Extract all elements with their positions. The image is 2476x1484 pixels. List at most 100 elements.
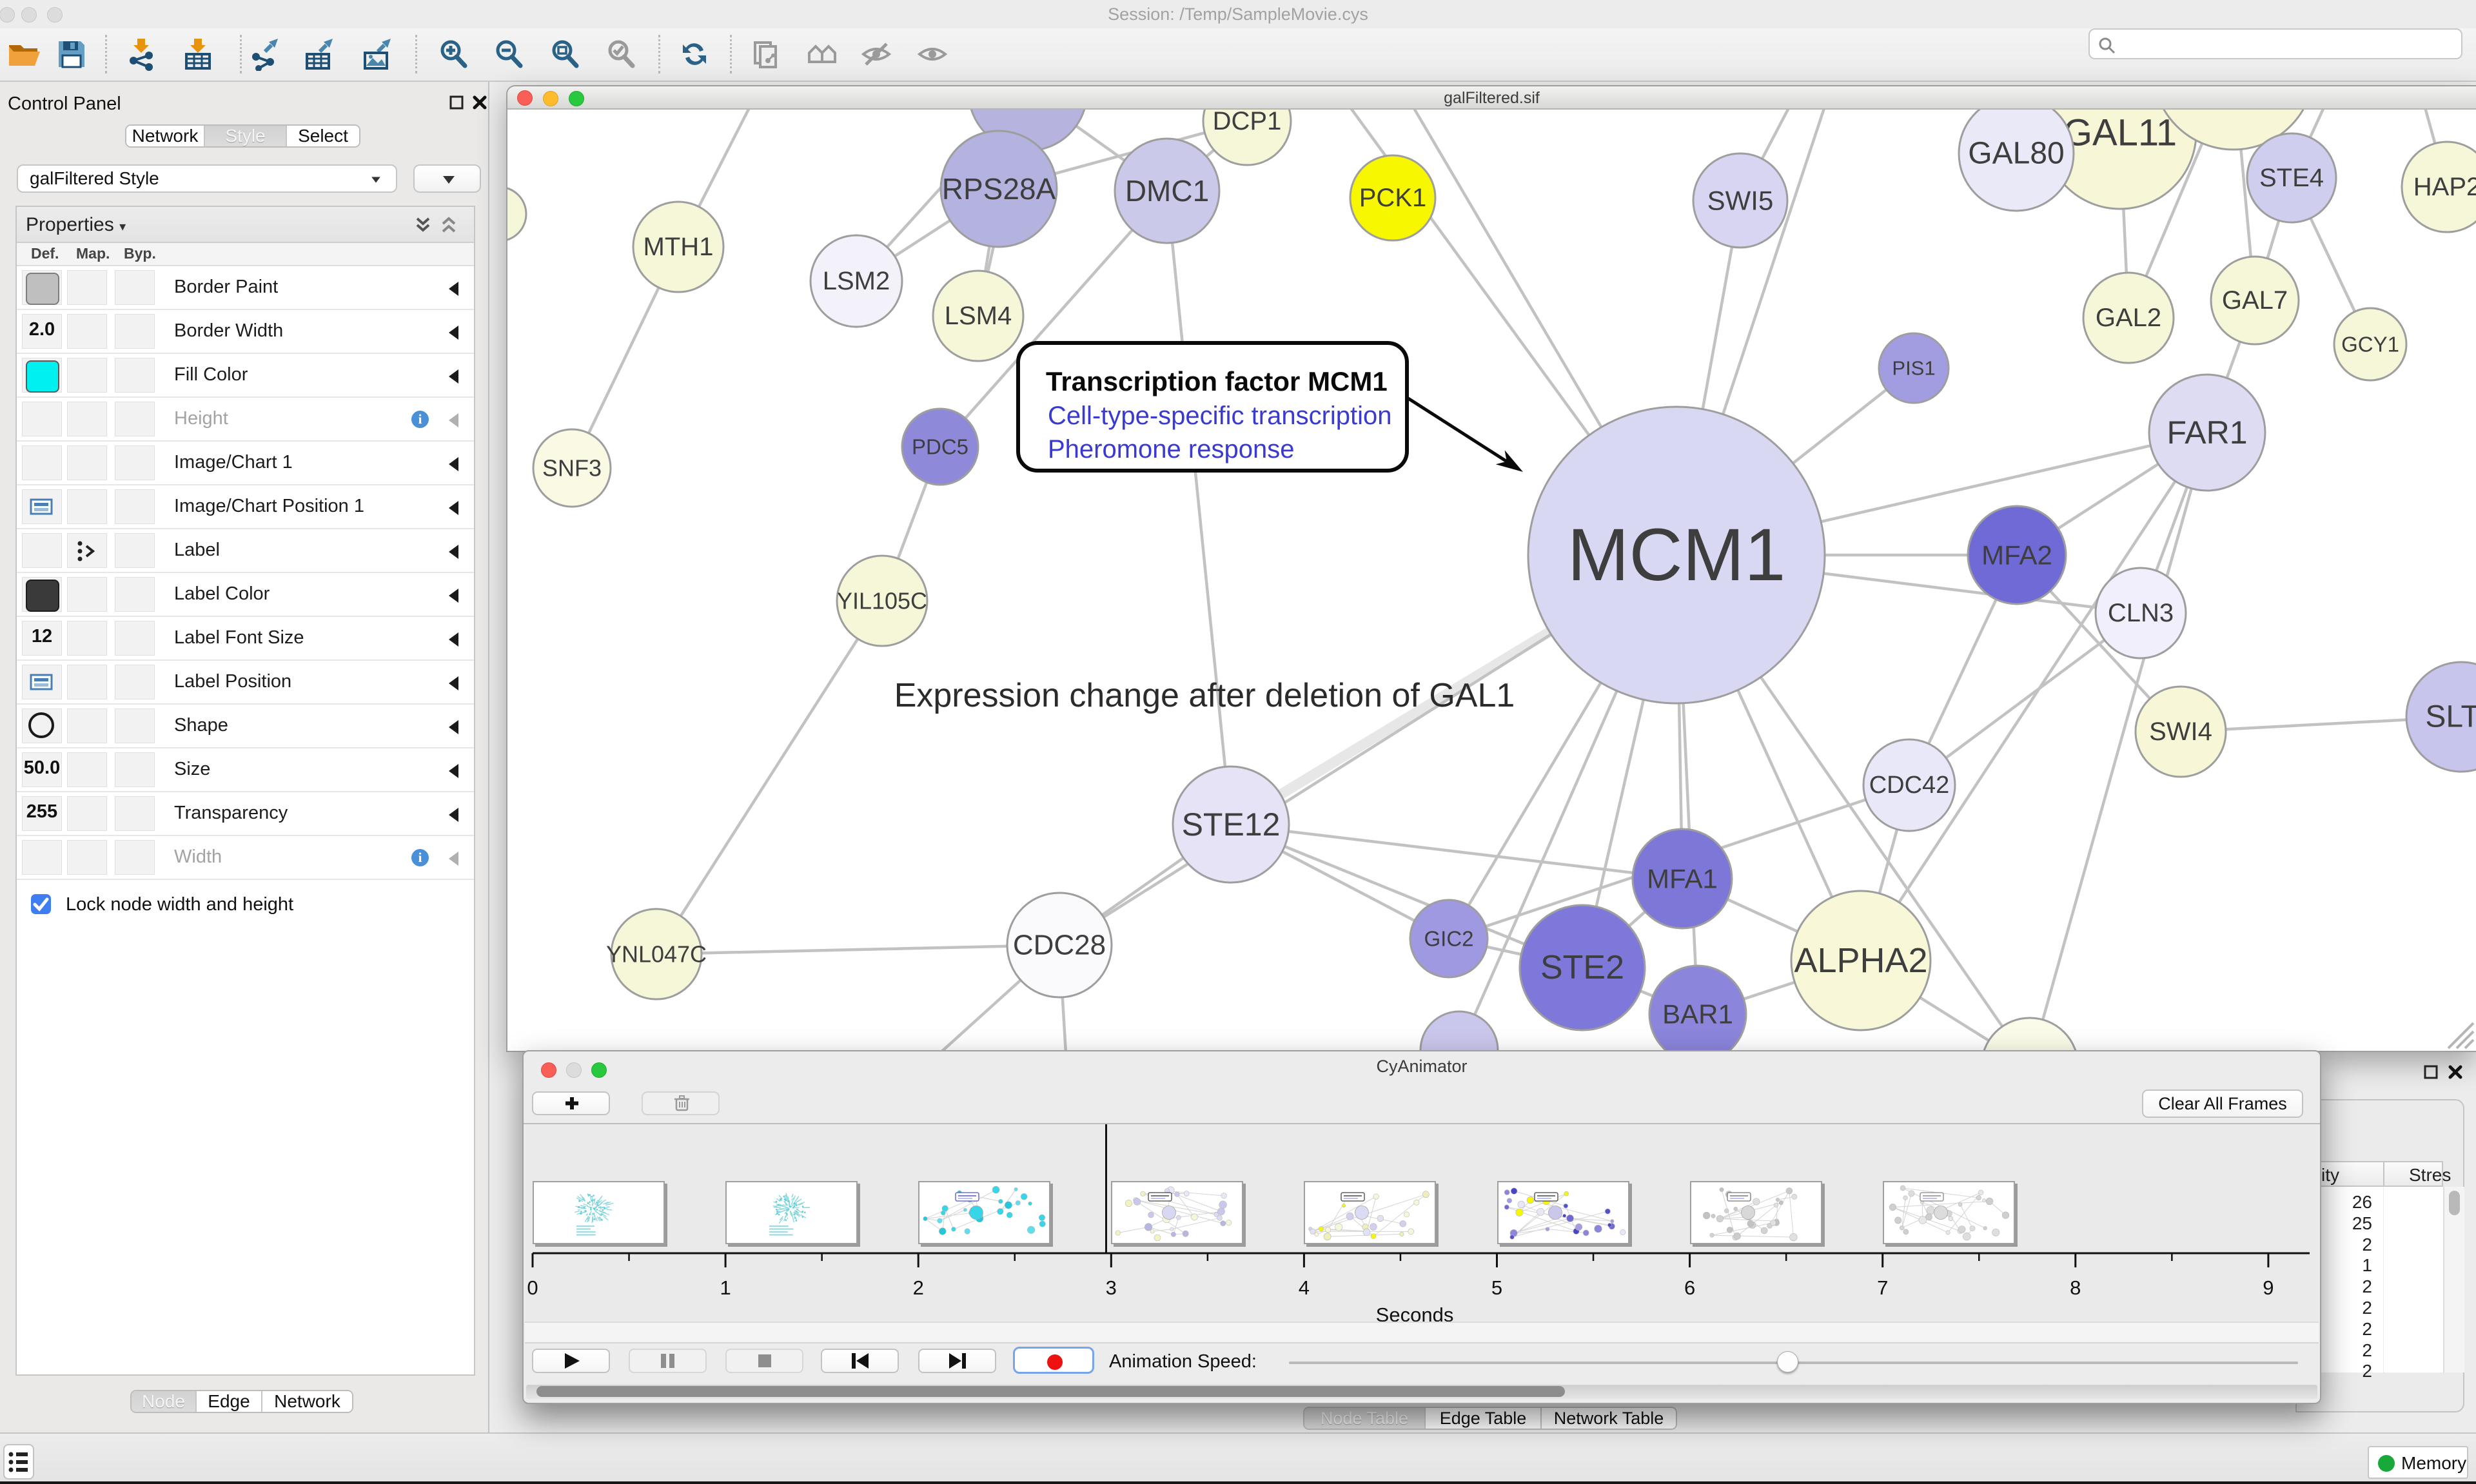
collapse-all-icon[interactable]	[439, 216, 458, 234]
table-cell-value[interactable]: 1	[2362, 1255, 2372, 1276]
edge-CDC28-YNL047C[interactable]	[656, 943, 1060, 956]
property-row-image-chart-position-1[interactable]: Image/Chart Position 1	[17, 485, 474, 529]
timeline-frame-5[interactable]	[1497, 1181, 1629, 1244]
default-value-cell[interactable]	[22, 752, 62, 787]
default-value-cell[interactable]	[22, 840, 62, 875]
close-traffic-light[interactable]	[0, 7, 15, 23]
node-LSM4[interactable]: LSM4	[932, 269, 1025, 362]
edge-FAR1-TUP1[interactable]	[2030, 432, 2209, 1051]
edge-PDC5-DMC1[interactable]	[939, 190, 1168, 448]
mapping-cell[interactable]	[67, 445, 107, 480]
mapping-cell[interactable]	[67, 533, 107, 568]
table-cell-value[interactable]: 25	[2352, 1213, 2372, 1233]
node-HAP2[interactable]: HAP2	[2401, 141, 2476, 233]
expand-all-icon[interactable]	[413, 216, 433, 234]
property-expand-arrow-icon[interactable]	[449, 632, 458, 647]
record-button[interactable]	[1013, 1347, 1094, 1374]
table-cell-value[interactable]: 2	[2362, 1318, 2372, 1339]
node-SLT2[interactable]: SLT2	[2405, 661, 2476, 773]
table-scrollbar[interactable]	[2443, 1187, 2464, 1372]
node-PDC5[interactable]: PDC5	[901, 407, 979, 486]
property-expand-arrow-icon[interactable]	[449, 545, 458, 559]
mapping-cell[interactable]	[67, 752, 107, 787]
bypass-cell[interactable]	[115, 577, 155, 612]
property-row-border-paint[interactable]: Border Paint	[17, 266, 474, 310]
table-panel-float-icon[interactable]	[2422, 1063, 2440, 1081]
table-column-stress[interactable]: Stres	[2409, 1165, 2451, 1185]
property-row-shape[interactable]: Shape	[17, 705, 474, 748]
mapping-cell[interactable]	[67, 665, 107, 699]
bypass-cell[interactable]	[115, 533, 155, 568]
timeline-frame-2[interactable]	[918, 1181, 1051, 1244]
column-divider[interactable]	[2383, 1162, 2384, 1186]
snapshot-icon[interactable]	[749, 37, 782, 71]
lock-node-size-checkbox[interactable]	[31, 894, 51, 914]
table-cell-value[interactable]: 2	[2362, 1340, 2372, 1360]
node-MTH1[interactable]: MTH1	[632, 200, 725, 293]
tab-edge-table[interactable]: Edge Table	[1426, 1408, 1542, 1429]
timeline-frame-3[interactable]	[1111, 1181, 1244, 1244]
stop-button[interactable]	[725, 1349, 803, 1373]
bypass-cell[interactable]	[115, 665, 155, 699]
node-STE12[interactable]: STE12	[1172, 765, 1290, 884]
timeline-frame-6[interactable]	[1689, 1181, 1822, 1244]
pause-button[interactable]	[629, 1349, 707, 1373]
node-CLN3[interactable]: CLN3	[2094, 567, 2187, 659]
node-STE4[interactable]: STE4	[2246, 132, 2337, 224]
resize-grip-icon[interactable]	[2447, 1022, 2475, 1050]
annotation-link[interactable]: Pheromone response	[1048, 435, 1294, 464]
property-expand-arrow-icon[interactable]	[449, 413, 458, 427]
property-expand-arrow-icon[interactable]	[449, 764, 458, 778]
import-network-icon[interactable]	[124, 37, 158, 71]
timeline-cursor[interactable]	[1105, 1124, 1107, 1253]
edge-DMC1-STE12[interactable]	[1165, 190, 1233, 825]
node-partial[interactable]	[1419, 1010, 1499, 1051]
property-row-label-color[interactable]: Label Color	[17, 573, 474, 617]
previous-frame-button[interactable]	[821, 1349, 899, 1373]
node-LSM2[interactable]: LSM2	[809, 234, 903, 328]
memory-button[interactable]: Memory	[2368, 1446, 2468, 1479]
style-selector[interactable]: galFiltered Style	[17, 164, 397, 193]
animation-speed-slider-thumb[interactable]	[1777, 1351, 1798, 1372]
node-DMC1[interactable]: DMC1	[1114, 137, 1221, 244]
float-panel-icon[interactable]	[447, 93, 466, 112]
default-value-cell[interactable]	[22, 402, 62, 436]
node-PIS1[interactable]: PIS1	[1878, 332, 1950, 404]
mapping-cell[interactable]	[67, 840, 107, 875]
delete-frame-button[interactable]	[642, 1091, 720, 1115]
table-panel-close-icon[interactable]	[2446, 1063, 2464, 1081]
mapping-cell[interactable]	[67, 489, 107, 524]
property-row-label[interactable]: Label	[17, 529, 474, 573]
minimize-traffic-light[interactable]	[21, 7, 37, 23]
close-panel-icon[interactable]	[471, 93, 489, 112]
table-cell-value[interactable]: 2	[2362, 1276, 2372, 1297]
bypass-cell[interactable]	[115, 752, 155, 787]
zoom-in-icon[interactable]	[437, 37, 470, 71]
property-row-image-chart-1[interactable]: Image/Chart 1	[17, 442, 474, 485]
open-file-icon[interactable]	[8, 37, 41, 71]
node-GAL80[interactable]: GAL80	[1958, 110, 2075, 212]
bypass-cell[interactable]	[115, 445, 155, 480]
mapping-cell[interactable]	[67, 358, 107, 393]
default-value-cell[interactable]	[22, 533, 62, 568]
play-button[interactable]	[532, 1349, 610, 1373]
first-neighbors-icon[interactable]	[805, 37, 839, 71]
caption-expression-change[interactable]: Expression change after deletion of GAL1	[894, 677, 1515, 714]
table-cell-value[interactable]: 2	[2362, 1361, 2372, 1381]
edge-FAR1-ALPHA2[interactable]	[1860, 431, 2208, 962]
node-CDC42[interactable]: CDC42	[1862, 738, 1956, 832]
property-expand-arrow-icon[interactable]	[449, 501, 458, 515]
node-SNF3[interactable]: SNF3	[532, 428, 612, 508]
show-graphics-icon[interactable]	[916, 37, 949, 71]
default-value-cell[interactable]	[22, 796, 62, 831]
tab-select[interactable]: Select	[287, 126, 359, 146]
property-row-label-position[interactable]: Label Position	[17, 661, 474, 705]
network-zoom-traffic-light[interactable]	[569, 91, 584, 106]
edge-CDC42-CLN3[interactable]	[1908, 612, 2142, 786]
annotation-link[interactable]: Cell-type-specific transcription	[1048, 402, 1392, 430]
tab-network[interactable]: Network	[262, 1391, 352, 1412]
property-expand-arrow-icon[interactable]	[449, 369, 458, 384]
property-expand-arrow-icon[interactable]	[449, 457, 458, 471]
